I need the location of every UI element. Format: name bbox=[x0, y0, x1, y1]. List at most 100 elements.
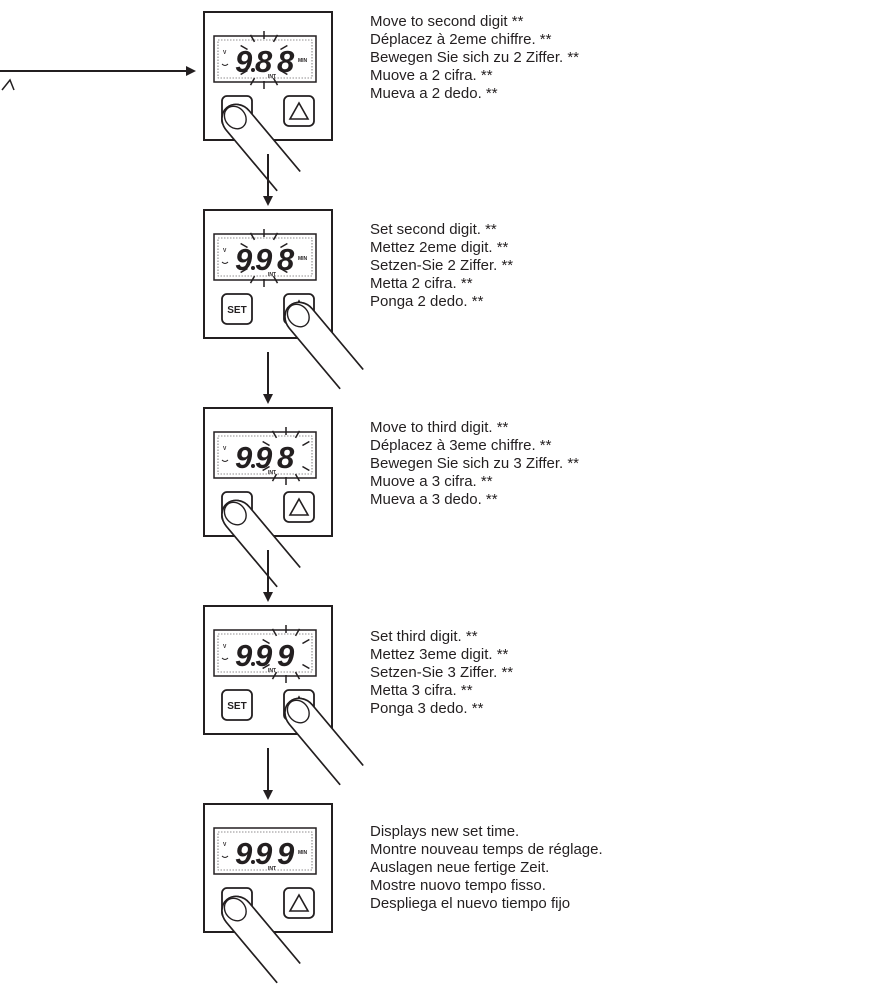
instruction-line: Metta 3 cifra. ** bbox=[370, 682, 473, 699]
blink-rays-icon bbox=[240, 229, 288, 287]
instruction-line: Setzen-Sie 2 Ziffer. ** bbox=[370, 257, 514, 274]
blink-ray bbox=[302, 440, 310, 447]
tilde-indicator-icon bbox=[221, 261, 229, 264]
finger-edge bbox=[284, 301, 364, 390]
blink-ray bbox=[271, 473, 278, 482]
finger-edge bbox=[284, 697, 364, 786]
blink-ray bbox=[280, 242, 288, 249]
finger-press-icon bbox=[284, 697, 364, 786]
instruction-line: Mueva a 3 dedo. ** bbox=[370, 491, 498, 508]
instruction-line: Déplacez à 2eme chiffre. ** bbox=[370, 31, 552, 48]
instruction-line: Ponga 3 dedo. ** bbox=[370, 700, 484, 717]
lcd-digit: 9 bbox=[235, 638, 253, 673]
lcd-frame bbox=[213, 431, 317, 479]
tilde-indicator-icon bbox=[221, 459, 229, 462]
instruction-line: Set second digit. ** bbox=[370, 221, 497, 238]
voltage-indicator: V bbox=[223, 842, 227, 848]
triangle-up-icon[interactable] bbox=[288, 101, 310, 120]
voltage-indicator: V bbox=[223, 446, 227, 452]
fingernail-icon bbox=[223, 897, 247, 922]
set-button-label[interactable]: SET bbox=[227, 305, 246, 316]
blink-ray bbox=[272, 34, 279, 43]
int-label: INT bbox=[268, 668, 276, 674]
instruction-line: Bewegen Sie sich zu 2 Ziffer. ** bbox=[370, 49, 580, 66]
blink-ray bbox=[262, 663, 270, 670]
finger-press-icon bbox=[221, 895, 301, 984]
instruction-line: Displays new set time. bbox=[370, 823, 520, 840]
blink-ray bbox=[272, 232, 279, 241]
instruction-line: Muove a 2 cifra. ** bbox=[370, 67, 493, 84]
int-label: INT bbox=[268, 272, 276, 278]
instruction-line: Mostre nuovo tempo fisso. bbox=[370, 877, 546, 894]
int-label: INT bbox=[268, 470, 276, 476]
blink-ray bbox=[249, 77, 256, 86]
blink-ray bbox=[280, 69, 288, 76]
instruction-line: Ponga 2 dedo. ** bbox=[370, 293, 484, 310]
instruction-line: Set third digit. ** bbox=[370, 628, 478, 645]
finger-fill bbox=[222, 500, 301, 587]
up-button[interactable] bbox=[283, 887, 315, 919]
set-button-frame[interactable] bbox=[221, 293, 253, 325]
finger-press-icon bbox=[221, 103, 301, 192]
lcd-frame bbox=[213, 233, 317, 281]
set-button-frame[interactable] bbox=[221, 689, 253, 721]
unit-label: MIN bbox=[298, 850, 308, 856]
decimal-point bbox=[251, 662, 255, 666]
blink-ray bbox=[262, 440, 270, 447]
blink-ray bbox=[249, 232, 256, 241]
up-button-frame[interactable] bbox=[283, 95, 315, 127]
voltage-indicator: V bbox=[223, 248, 227, 254]
fingernail-icon bbox=[223, 105, 247, 130]
lcd-digit: 8 bbox=[277, 440, 295, 475]
blink-ray bbox=[302, 663, 310, 670]
decimal-point bbox=[251, 464, 255, 468]
instruction-line: Mettez 3eme digit. ** bbox=[370, 646, 509, 663]
blink-ray bbox=[302, 465, 310, 472]
lcd-digit: 9 bbox=[277, 638, 295, 673]
lcd-frame bbox=[213, 827, 317, 875]
instruction-line: Mettez 2eme digit. ** bbox=[370, 239, 509, 256]
up-button-frame[interactable] bbox=[283, 887, 315, 919]
up-button[interactable] bbox=[283, 491, 315, 523]
set-button[interactable]: SET bbox=[221, 293, 253, 325]
lcd-digit: 9 bbox=[235, 44, 253, 79]
instruction-line: Déplacez à 3eme chiffre. ** bbox=[370, 437, 552, 454]
set-button[interactable]: SET bbox=[221, 689, 253, 721]
blink-ray bbox=[262, 465, 270, 472]
blink-ray bbox=[240, 242, 248, 249]
up-button[interactable] bbox=[283, 95, 315, 127]
step-2-instructions: Set second digit. **Mettez 2eme digit. *… bbox=[370, 221, 870, 311]
blink-ray bbox=[294, 628, 301, 637]
instruction-line: Despliega el nuevo tiempo fijo bbox=[370, 895, 571, 912]
int-label: INT bbox=[268, 74, 276, 80]
decimal-point bbox=[251, 860, 255, 864]
blink-rays-icon bbox=[262, 427, 310, 485]
up-button-frame[interactable] bbox=[283, 491, 315, 523]
int-label: INT bbox=[268, 866, 276, 872]
step-1-instructions: Move to second digit **Déplacez à 2eme c… bbox=[370, 13, 870, 103]
triangle-up-icon[interactable] bbox=[288, 497, 310, 516]
instruction-line: Metta 2 cifra. ** bbox=[370, 275, 473, 292]
instruction-line: Setzen-Sie 3 Ziffer. ** bbox=[370, 664, 514, 681]
blink-rays-icon bbox=[262, 625, 310, 683]
blink-ray bbox=[271, 671, 278, 680]
blink-ray bbox=[240, 69, 248, 76]
blink-ray bbox=[294, 430, 301, 439]
set-button-label[interactable]: SET bbox=[227, 701, 246, 712]
decimal-point bbox=[251, 266, 255, 270]
lcd-digit: 9 bbox=[255, 242, 273, 277]
finger-fill bbox=[222, 104, 301, 191]
triangle-up-icon[interactable] bbox=[288, 893, 310, 912]
instruction-line: Move to second digit ** bbox=[370, 13, 524, 30]
instruction-line: Muove a 3 cifra. ** bbox=[370, 473, 493, 490]
lcd-digit: 9 bbox=[235, 242, 253, 277]
